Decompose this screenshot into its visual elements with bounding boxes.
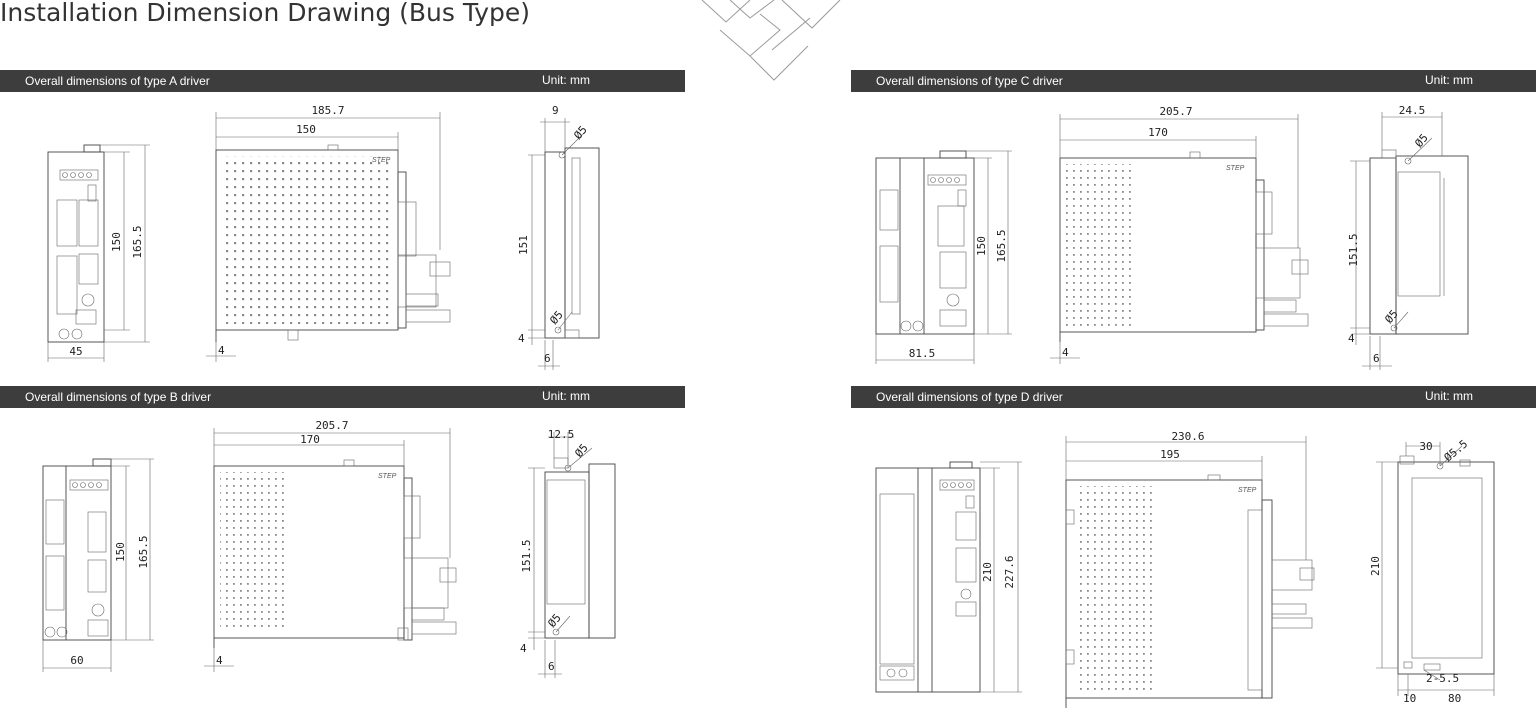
type-c-side-view: STEP 205.7 170 4 xyxy=(1050,105,1309,364)
type-b-rear-hole-bottom: Ø5 xyxy=(545,611,563,630)
type-b-front-width: 60 xyxy=(70,654,83,667)
type-d-side-width-inner: 195 xyxy=(1160,448,1180,461)
section-d-title: Overall dimensions of type D driver xyxy=(876,390,1063,404)
type-b-rear-foot-h: 4 xyxy=(520,642,527,655)
type-c-rear-foot-h: 4 xyxy=(1348,332,1355,345)
section-c-title: Overall dimensions of type C driver xyxy=(876,74,1063,88)
type-b-rear-height: 151.5 xyxy=(520,539,533,572)
type-d-rear-bottom-left: 10 xyxy=(1403,692,1416,705)
type-d-rear-top: 30 xyxy=(1419,440,1432,453)
type-a-rear-height: 151 xyxy=(517,235,530,255)
type-c-rear-height: 151.5 xyxy=(1347,233,1360,266)
section-a-unit: Unit: mm xyxy=(542,73,590,87)
type-b-side-width-inner: 170 xyxy=(300,433,320,446)
type-c-side-width-inner: 170 xyxy=(1148,126,1168,139)
type-a-front-width: 45 xyxy=(69,345,82,358)
type-c-front-height-inner: 150 xyxy=(975,236,988,256)
type-a-side-width-outer: 185.7 xyxy=(311,104,344,117)
type-d-brand-label: STEP xyxy=(1238,487,1257,494)
section-b-unit: Unit: mm xyxy=(542,389,590,403)
type-a-rear-foot-w: 6 xyxy=(544,352,551,365)
type-a-front-height-outer: 165.5 xyxy=(131,225,144,258)
type-b-rear-foot-w: 6 xyxy=(548,660,555,673)
type-c-brand-label: STEP xyxy=(1226,165,1245,172)
type-b-side-width-outer: 205.7 xyxy=(315,419,348,432)
section-b-title: Overall dimensions of type B driver xyxy=(25,390,212,404)
type-b-side-foot: 4 xyxy=(216,654,223,667)
type-d-front-height-outer: 227.6 xyxy=(1003,555,1016,588)
type-d-rear-view: 30 Ø5.5 210 2-5.5 10 80 xyxy=(1369,437,1495,705)
type-b-rear-hole-top: Ø5 xyxy=(572,441,590,460)
type-c-rear-view: 24.5 Ø5 151.5 Ø5 4 6 xyxy=(1347,104,1469,370)
page-title: Installation Dimension Drawing (Bus Type… xyxy=(0,0,531,27)
type-a-front-view: 150 165.5 45 xyxy=(47,144,150,362)
type-a-brand-label: STEP xyxy=(372,157,391,164)
type-d-side-width-outer: 230.6 xyxy=(1171,430,1204,443)
type-c-front-view: 150 165.5 81.5 xyxy=(875,150,1012,364)
type-b-rear-view: 12.5 Ø5 151.5 Ø5 4 6 xyxy=(520,428,616,678)
type-b-rear-top: 12.5 xyxy=(548,428,575,441)
type-d-side-view: STEP 230.6 195 xyxy=(1065,430,1315,708)
type-d-front-view: 210 227.6 xyxy=(875,461,1022,693)
type-c-side-width-outer: 205.7 xyxy=(1159,105,1192,118)
type-d-rear-bottom-right: 80 xyxy=(1448,692,1461,705)
type-c-side-foot: 4 xyxy=(1062,346,1069,359)
type-d-front-height-inner: 210 xyxy=(981,562,994,582)
section-d-unit: Unit: mm xyxy=(1425,389,1473,403)
type-c-front-height-outer: 165.5 xyxy=(995,229,1008,262)
type-d-rear-slot: 2-5.5 xyxy=(1426,672,1459,685)
type-a-rear-top: 9 xyxy=(552,104,559,117)
type-a-rear-foot-h: 4 xyxy=(518,332,525,345)
type-a-drawings: 150 165.5 45 STEP 185.7 150 xyxy=(47,104,600,370)
type-c-rear-foot-w: 6 xyxy=(1373,352,1380,365)
type-b-front-height-outer: 165.5 xyxy=(137,535,150,568)
type-c-rear-top: 24.5 xyxy=(1399,104,1426,117)
type-d-rear-height: 210 xyxy=(1369,556,1382,576)
type-b-brand-label: STEP xyxy=(378,473,397,480)
section-a-title: Overall dimensions of type A driver xyxy=(25,74,210,88)
type-a-rear-hole-bottom: Ø5 xyxy=(547,308,565,327)
type-c-front-width: 81.5 xyxy=(909,347,936,360)
type-c-rear-hole-top: Ø5 xyxy=(1412,131,1430,150)
diamond-logo-icon xyxy=(701,0,841,81)
type-c-drawings: 150 165.5 81.5 STEP 205.7 170 4 xyxy=(875,104,1469,370)
type-a-side-foot: 4 xyxy=(218,344,225,357)
type-b-drawings: 150 165.5 60 STEP 205.7 170 xyxy=(42,419,616,678)
type-b-front-height-inner: 150 xyxy=(114,542,127,562)
type-b-side-view: STEP 205.7 170 4 xyxy=(204,419,457,672)
type-a-rear-view: 9 Ø5 151 Ø5 4 6 xyxy=(517,104,600,370)
section-c-unit: Unit: mm xyxy=(1425,73,1473,87)
type-a-front-height-inner: 150 xyxy=(110,232,123,252)
type-d-drawings: 210 227.6 STEP 230.6 195 xyxy=(875,430,1495,708)
section-d-header: Overall dimensions of type D driver Unit… xyxy=(851,386,1536,408)
type-a-side-view: STEP 185.7 150 4 xyxy=(206,104,451,362)
type-a-rear-hole-top: Ø5 xyxy=(571,123,589,142)
section-c-header: Overall dimensions of type C driver Unit… xyxy=(851,70,1536,92)
section-b-header: Overall dimensions of type B driver Unit… xyxy=(0,386,685,408)
type-b-front-view: 150 165.5 60 xyxy=(42,458,154,672)
section-a-header: Overall dimensions of type A driver Unit… xyxy=(0,70,685,92)
type-a-side-width-inner: 150 xyxy=(296,123,316,136)
